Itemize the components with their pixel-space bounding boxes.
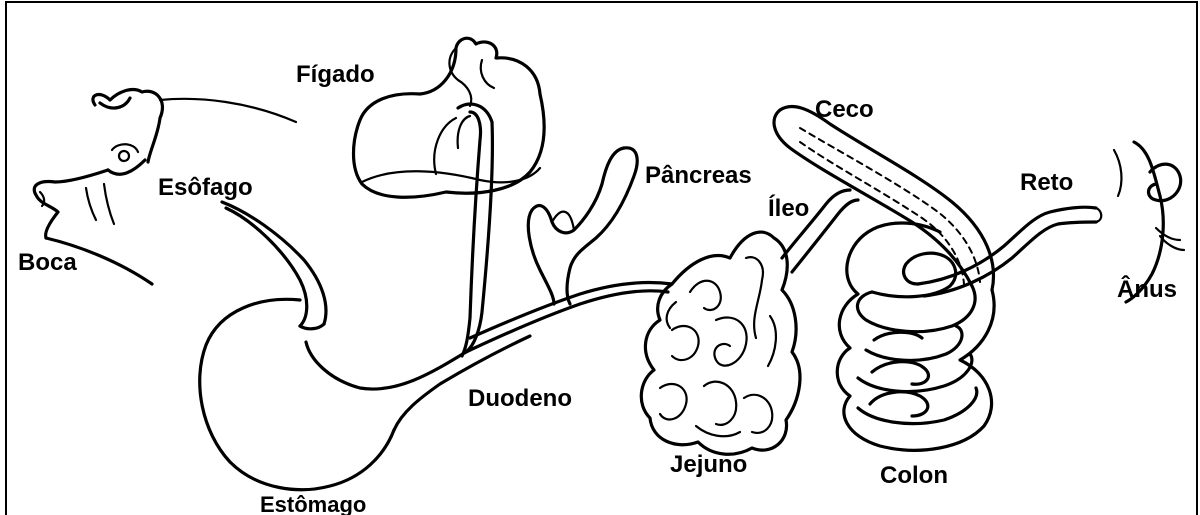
label-duodeno: Duodeno [468, 385, 572, 412]
label-pancreas: Pâncreas [645, 162, 752, 189]
label-esofago: Esôfago [158, 174, 253, 201]
label-ceco: Ceco [815, 96, 874, 123]
label-reto: Reto [1020, 169, 1073, 196]
label-boca: Boca [18, 249, 77, 276]
label-ileo: Íleo [768, 194, 809, 222]
label-jejuno: Jejuno [670, 451, 747, 478]
label-colon: Colon [880, 462, 948, 489]
diagram-frame [6, 2, 1197, 515]
label-estomago: Estômago [260, 492, 366, 515]
label-figado: Fígado [296, 61, 375, 88]
label-anus: Ânus [1117, 275, 1177, 303]
